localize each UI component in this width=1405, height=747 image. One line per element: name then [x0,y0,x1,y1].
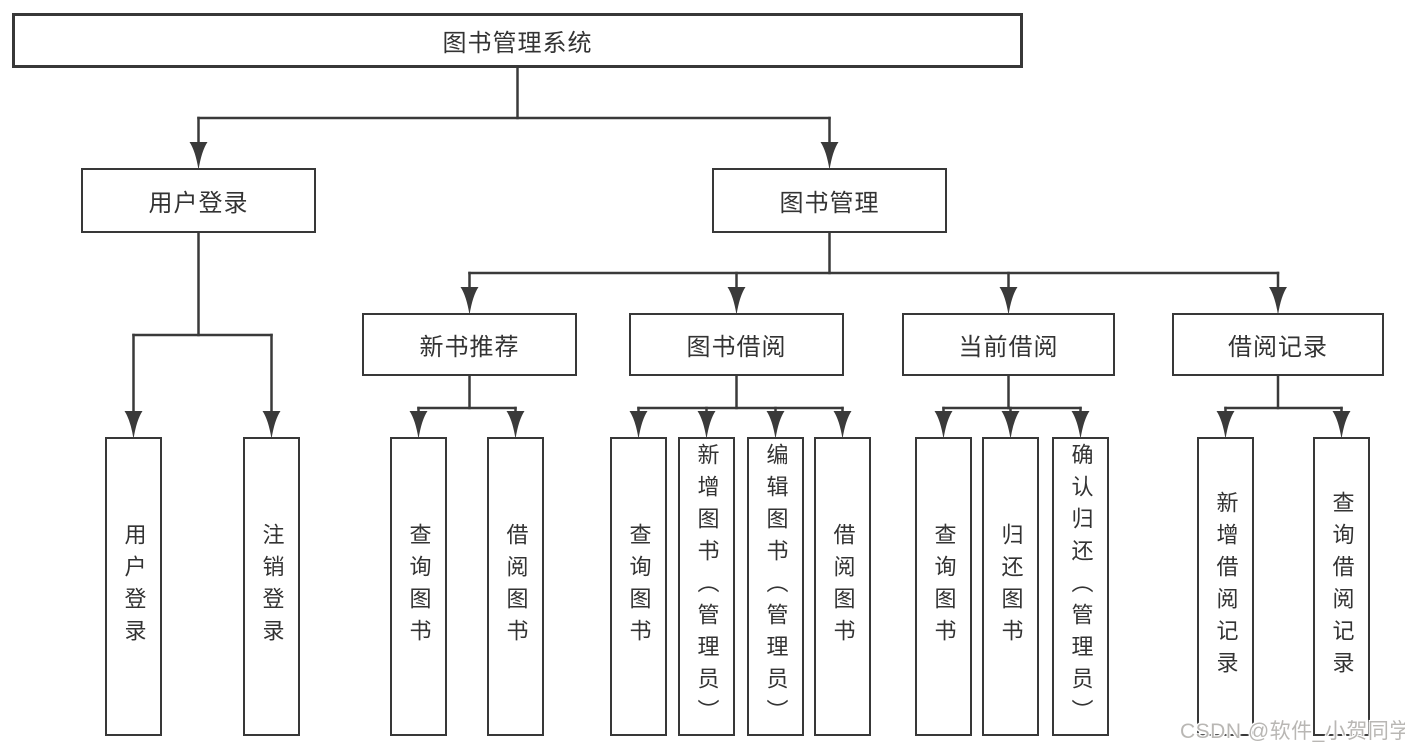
node-add-books-admin: 新增图书（管理员） [678,437,735,736]
watermark: CSDN @软件_小贺同学 [1180,720,1405,743]
node-new-book-recommendation: 新书推荐 [362,313,577,376]
node-query-borrow-record: 查询借阅记录 [1313,437,1370,736]
node-current-borrowing: 当前借阅 [902,313,1115,376]
node-query-books-recommend: 查询图书 [390,437,447,736]
node-user-login-leaf: 用户登录 [105,437,162,736]
node-library-management-system: 图书管理系统 [12,13,1023,68]
node-return-books: 归还图书 [982,437,1039,736]
node-confirm-return-admin: 确认归还（管理员） [1052,437,1109,736]
node-add-borrow-record: 新增借阅记录 [1197,437,1254,736]
node-borrow-books-leaf: 借阅图书 [814,437,871,736]
node-book-management: 图书管理 [712,168,947,233]
node-query-books-borrow: 查询图书 [610,437,667,736]
node-user-login: 用户登录 [81,168,316,233]
node-borrowing-records: 借阅记录 [1172,313,1384,376]
node-edit-books-admin: 编辑图书（管理员） [747,437,804,736]
node-book-borrowing: 图书借阅 [629,313,844,376]
node-logout-leaf: 注销登录 [243,437,300,736]
node-query-books-current: 查询图书 [915,437,972,736]
node-borrow-books-recommend: 借阅图书 [487,437,544,736]
